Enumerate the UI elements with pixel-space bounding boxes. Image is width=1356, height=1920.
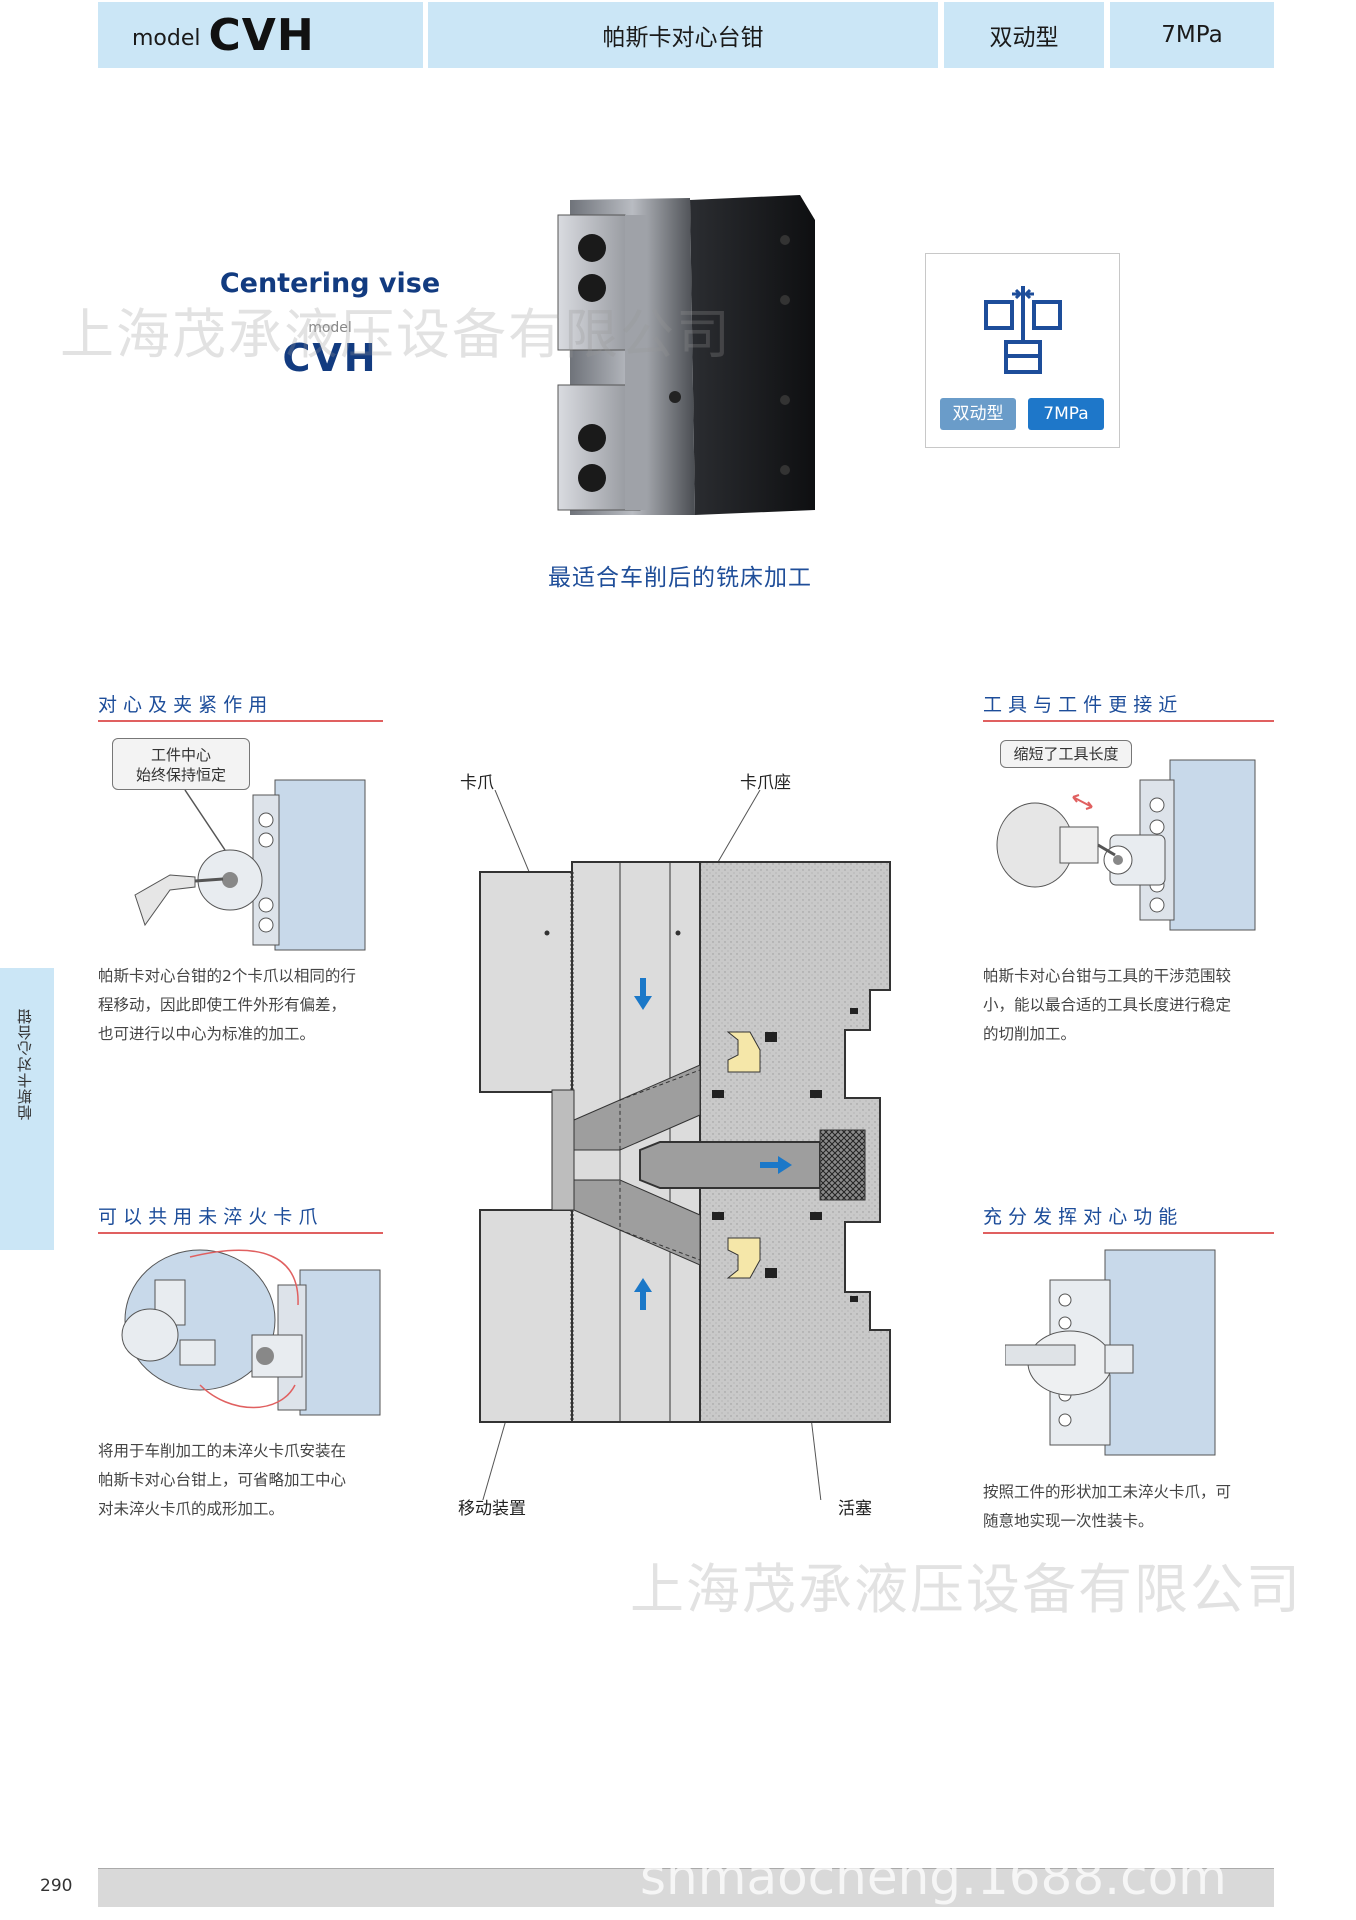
full-centering-text-line-2: 随意地实现一次性装卡。 xyxy=(983,1512,1154,1530)
centering-illustration xyxy=(134,779,366,951)
header-model-cell: model CVH xyxy=(98,2,423,68)
badge-pressure: 7MPa xyxy=(1028,398,1104,430)
callout-line-1: 工件中心 xyxy=(150,746,211,764)
centering-text-line-2: 程移动，因此即使工件外形有偏差， xyxy=(98,996,347,1014)
hero-title-en: Centering vise xyxy=(219,268,441,299)
double-action-icon xyxy=(984,286,1062,374)
header-model-code: CVH xyxy=(208,9,315,61)
centering-text-line-3: 也可进行以中心为标准的加工。 xyxy=(98,1025,316,1043)
product-photo xyxy=(557,195,815,515)
header-type-cell: 双动型 xyxy=(944,2,1104,68)
section-title-centering: 对 心 及 夹 紧 作 用 xyxy=(98,690,383,722)
section-title-full-centering: 充 分 发 挥 对 心 功 能 xyxy=(983,1202,1274,1234)
tool-closer-description: 帕斯卡对心台钳与工具的干涉范围较 小，能以最合适的工具长度进行稳定 的切削加工。 xyxy=(983,962,1283,1049)
footer-bar xyxy=(98,1868,1274,1907)
watermark-top: 上海茂承液压设备有限公司 xyxy=(60,303,732,366)
tool-closer-text-line-3: 的切削加工。 xyxy=(983,1025,1077,1043)
diagram-label-piston: 活塞 xyxy=(838,1499,872,1519)
hero-model-code: CVH xyxy=(282,336,378,380)
soft-jaws-text-line-3: 对未淬火卡爪的成形加工。 xyxy=(98,1500,285,1518)
header-pressure: 7MPa xyxy=(1161,22,1223,48)
spec-badge-box: 双动型 7MPa xyxy=(925,253,1120,448)
header-product-name: 帕斯卡对心台钳 xyxy=(602,25,764,51)
full-centering-illustration xyxy=(1005,1249,1216,1456)
hero-model-label: model xyxy=(308,320,352,336)
soft-jaws-text-line-1: 将用于车削加工的未淬火卡爪安装在 xyxy=(98,1442,347,1460)
watermark-bottom: 上海茂承液压设备有限公司 xyxy=(630,1558,1302,1621)
section-title-soft-jaws: 可 以 共 用 未 淬 火 卡 爪 xyxy=(98,1202,383,1234)
header-type: 双动型 xyxy=(989,25,1059,51)
header-product-cell: 帕斯卡对心台钳 xyxy=(428,2,938,68)
centering-text-line-1: 帕斯卡对心台钳的2个卡爪以相同的行 xyxy=(98,967,356,985)
header-model-label: model xyxy=(132,25,201,51)
callout-center-constant: 工件中心 始终保持恒定 xyxy=(112,738,250,790)
centering-description: 帕斯卡对心台钳的2个卡爪以相同的行 程移动，因此即使工件外形有偏差， 也可进行以… xyxy=(98,962,398,1049)
soft-jaws-illustration xyxy=(121,1249,381,1416)
diagram-label-jaw: 卡爪 xyxy=(460,773,494,793)
header-pressure-cell: 7MPa xyxy=(1110,2,1274,68)
tool-closer-illustration xyxy=(996,759,1256,931)
tool-closer-text-line-1: 帕斯卡对心台钳与工具的干涉范围较 xyxy=(983,967,1232,985)
full-centering-description: 按照工件的形状加工未淬火卡爪，可 随意地实现一次性装卡。 xyxy=(983,1478,1283,1536)
section-title-tool-closer: 工 具 与 工 件 更 接 近 xyxy=(983,690,1274,722)
callout-line-2: 始终保持恒定 xyxy=(135,766,226,784)
watermark-url: shmaocheng.1688.com xyxy=(640,1848,1227,1906)
diagram-label-moving-device: 移动装置 xyxy=(458,1499,526,1519)
full-centering-text-line-1: 按照工件的形状加工未淬火卡爪，可 xyxy=(983,1483,1232,1501)
diagram-label-jaw-seat: 卡爪座 xyxy=(740,773,791,793)
hero-subtitle: 最适合车削后的铣床加工 xyxy=(548,565,812,591)
cross-section-diagram xyxy=(479,790,891,1500)
side-tab: 帕斯卡对心台钳 xyxy=(0,968,54,1250)
tool-closer-text-line-2: 小，能以最合适的工具长度进行稳定 xyxy=(983,996,1232,1014)
side-tab-label: 帕斯卡对心台钳 xyxy=(16,1008,34,1120)
page-number: 290 xyxy=(40,1876,73,1896)
soft-jaws-description: 将用于车削加工的未淬火卡爪安装在 帕斯卡对心台钳上，可省略加工中心 对未淬火卡爪… xyxy=(98,1437,398,1524)
callout-shorter-tool: 缩短了工具长度 xyxy=(1000,740,1132,768)
badge-type: 双动型 xyxy=(940,398,1016,430)
soft-jaws-text-line-2: 帕斯卡对心台钳上，可省略加工中心 xyxy=(98,1471,347,1489)
